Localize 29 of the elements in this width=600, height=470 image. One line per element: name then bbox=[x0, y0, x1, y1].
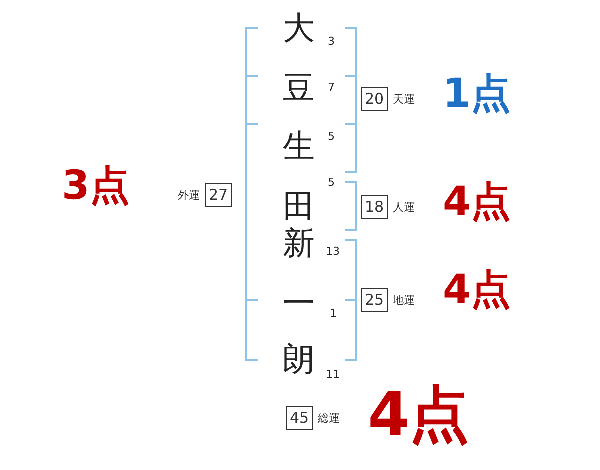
number-box: 45 bbox=[286, 406, 314, 430]
fortune-name: 外運 bbox=[178, 188, 200, 202]
score-text: 4点 bbox=[368, 385, 470, 445]
name-character: 新 bbox=[283, 227, 315, 259]
stroke-count: 5 bbox=[328, 131, 335, 142]
fortune-name: 天運 bbox=[393, 92, 416, 106]
score-text: 4点 bbox=[443, 182, 511, 222]
name-character: 生 bbox=[283, 130, 315, 162]
score-text: 4点 bbox=[443, 270, 511, 310]
number-box: 18 bbox=[361, 195, 388, 219]
name-character: 田 bbox=[283, 190, 315, 222]
stroke-count: 13 bbox=[326, 246, 340, 257]
fortune-name: 地運 bbox=[393, 292, 416, 308]
name-character: 大 bbox=[283, 12, 315, 44]
name-character: 朗 bbox=[283, 343, 315, 375]
fortune-name: 総運 bbox=[318, 410, 340, 426]
score-text: 1点 bbox=[443, 74, 511, 114]
name-character: 一 bbox=[283, 287, 315, 319]
number-box: 20 bbox=[361, 87, 388, 111]
stroke-count: 1 bbox=[330, 308, 337, 319]
stroke-count: 7 bbox=[328, 82, 335, 93]
name-character: 豆 bbox=[283, 72, 315, 104]
score-text: 3点 bbox=[62, 166, 130, 206]
number-box: 27 bbox=[205, 183, 232, 207]
number-box: 25 bbox=[361, 288, 388, 312]
fortune-name: 人運 bbox=[393, 200, 416, 214]
stroke-count: 11 bbox=[326, 369, 340, 380]
stroke-count: 3 bbox=[328, 36, 335, 47]
stroke-count: 5 bbox=[328, 177, 335, 188]
